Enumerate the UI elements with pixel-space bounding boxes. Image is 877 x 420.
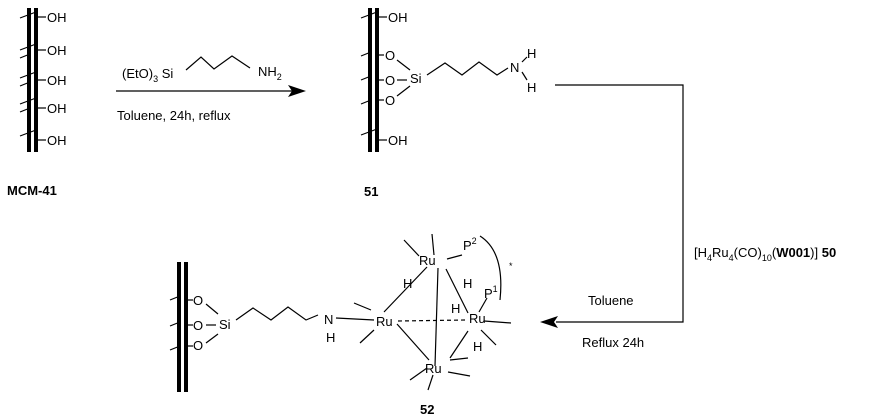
step2-solvent: Toluene — [588, 293, 634, 308]
product-52-structure — [169, 233, 512, 392]
step1-amine: NH2 — [258, 64, 282, 82]
step2-arrow-path — [555, 84, 684, 323]
p52-chiral-star: * — [509, 261, 513, 271]
intermediate-51-structure — [360, 8, 509, 152]
p52-hydride-3: H — [451, 301, 460, 316]
step2-conditions: Reflux 24h — [582, 335, 644, 350]
p52-n: N — [324, 312, 333, 327]
p52-hydride-2: H — [463, 276, 472, 291]
p52-p1: P1 — [484, 284, 498, 301]
step2-arrow-head — [540, 316, 558, 328]
i51-o-2: O — [385, 73, 395, 88]
step2-catalyst: [H4Ru4(CO)10(W001)] 50 — [694, 245, 836, 263]
step1-conditions: Toluene, 24h, reflux — [117, 108, 231, 123]
i51-n: N — [510, 60, 519, 75]
p52-ru-right: Ru — [469, 311, 486, 326]
step1-arrow-head — [288, 85, 306, 97]
step1-reagent: (EtO)3 Si — [122, 66, 173, 84]
mcm41-oh-3: OH — [47, 73, 67, 88]
p52-ru-top: Ru — [419, 253, 436, 268]
step1-propyl-chain — [185, 55, 251, 71]
i51-h-top: H — [527, 46, 536, 61]
product-52-label: 52 — [420, 402, 434, 417]
mcm41-oh-1: OH — [47, 10, 67, 25]
p52-si: Si — [219, 317, 231, 332]
p52-ru-left: Ru — [376, 314, 393, 329]
mcm41-oh-5: OH — [47, 133, 67, 148]
i51-o-3: O — [385, 93, 395, 108]
mcm41-oh-4: OH — [47, 101, 67, 116]
mcm41-structure — [19, 8, 46, 152]
i51-o-1: O — [385, 48, 395, 63]
p52-hydride-4: H — [473, 339, 482, 354]
i51-si: Si — [410, 71, 422, 86]
p52-p2: P2 — [463, 236, 477, 253]
p52-nh: H — [326, 330, 335, 345]
mcm41-label: MCM-41 — [7, 183, 57, 198]
i51-oh-top: OH — [388, 10, 408, 25]
p52-o-3: O — [193, 338, 203, 353]
i51-h-bottom: H — [527, 80, 536, 95]
i51-oh-bottom: OH — [388, 133, 408, 148]
p52-o-1: O — [193, 293, 203, 308]
p52-hydride-1: H — [403, 276, 412, 291]
intermediate-51-label: 51 — [364, 184, 378, 199]
mcm41-oh-2: OH — [47, 43, 67, 58]
p52-o-2: O — [193, 318, 203, 333]
p52-ru-bottom: Ru — [425, 361, 442, 376]
